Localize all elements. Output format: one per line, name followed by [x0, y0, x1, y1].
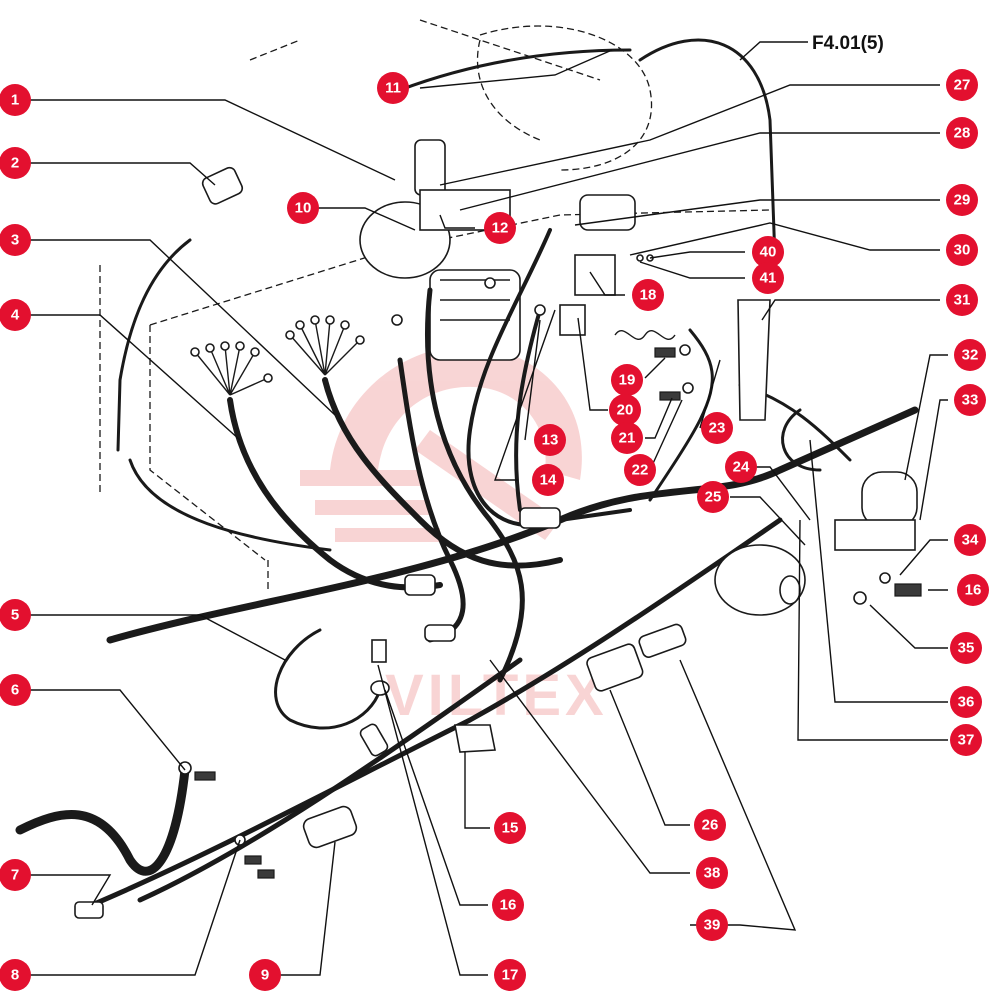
callout-c25: 25 — [697, 481, 729, 513]
callout-c9: 9 — [249, 959, 281, 991]
callout-label: 39 — [704, 917, 721, 934]
callout-c24: 24 — [725, 451, 757, 483]
wire-harness — [77, 38, 919, 913]
callout-label: 18 — [640, 287, 657, 304]
callout-label: 38 — [704, 865, 721, 882]
callout-label: 16 — [500, 897, 517, 914]
callout-label: 32 — [962, 347, 979, 364]
callout-c37: 37 — [950, 724, 982, 756]
callout-c16b: 16 — [492, 889, 524, 921]
callout-label: 4 — [11, 307, 20, 324]
callout-label: 9 — [261, 967, 269, 984]
callout-label: 16 — [965, 582, 982, 599]
callout-label: 20 — [617, 402, 634, 419]
callout-label: 29 — [954, 192, 971, 209]
callout-c3: 3 — [0, 224, 31, 256]
callout-label: 14 — [540, 472, 557, 489]
callout-label: 37 — [958, 732, 975, 749]
callout-c41: 41 — [752, 262, 784, 294]
callout-c13: 13 — [534, 424, 566, 456]
callout-label: 23 — [709, 420, 726, 437]
connector-fan-left — [190, 341, 273, 396]
callout-label: 11 — [385, 80, 401, 97]
callout-label: 24 — [733, 459, 750, 476]
callout-c23: 23 — [701, 412, 733, 444]
callout-label: 27 — [954, 77, 971, 94]
callout-label: 17 — [502, 967, 519, 984]
watermark-text: VILTEX — [385, 663, 608, 728]
callout-c19: 19 — [611, 364, 643, 396]
reference-line — [739, 41, 808, 61]
callout-c7: 7 — [0, 859, 31, 891]
callout-badges: 1 2 3 4 5 6 7 8 9 10 11 12 13 14 15 16 1… — [0, 69, 989, 991]
callout-c18: 18 — [632, 279, 664, 311]
callout-c8: 8 — [0, 959, 31, 991]
callout-c26: 26 — [694, 809, 726, 841]
callout-label: 6 — [11, 682, 19, 699]
callout-c33: 33 — [954, 384, 986, 416]
watermark: VILTEX — [300, 345, 608, 728]
callout-label: 10 — [295, 200, 312, 217]
callout-c40: 40 — [752, 236, 784, 268]
callout-label: 41 — [760, 270, 777, 287]
callout-c20: 20 — [609, 394, 641, 426]
callout-c36: 36 — [950, 686, 982, 718]
callout-c11: 11 — [377, 72, 409, 104]
figure-reference: F4.01(5) — [812, 33, 884, 54]
callout-label: 15 — [502, 820, 519, 837]
callout-label: 34 — [962, 532, 979, 549]
callout-label: 25 — [705, 489, 722, 506]
callout-label: 5 — [11, 607, 19, 624]
callout-c12: 12 — [484, 212, 516, 244]
callout-c35: 35 — [950, 632, 982, 664]
connector-fan-center — [285, 315, 365, 376]
callout-c39: 39 — [696, 909, 728, 941]
callout-c28: 28 — [946, 117, 978, 149]
callout-label: 2 — [11, 155, 19, 172]
callout-label: 19 — [619, 372, 636, 389]
callout-c27: 27 — [946, 69, 978, 101]
callout-label: 1 — [11, 92, 19, 109]
callout-c2: 2 — [0, 147, 31, 179]
callout-label: 31 — [954, 292, 971, 309]
callout-c31: 31 — [946, 284, 978, 316]
callout-c15: 15 — [494, 812, 526, 844]
components — [15, 166, 922, 919]
callout-c21: 21 — [611, 422, 643, 454]
callout-label: 26 — [702, 817, 719, 834]
callout-label: 7 — [11, 867, 19, 884]
line-art — [15, 19, 922, 919]
callout-c34: 34 — [954, 524, 986, 556]
callout-label: 36 — [958, 694, 975, 711]
callout-c10: 10 — [287, 192, 319, 224]
callout-label: 33 — [962, 392, 979, 409]
callout-label: 22 — [632, 462, 649, 479]
callout-label: 35 — [958, 640, 975, 657]
callout-c29: 29 — [946, 184, 978, 216]
callout-c1: 1 — [0, 84, 31, 116]
callout-c5: 5 — [0, 599, 31, 631]
callout-c30: 30 — [946, 234, 978, 266]
callout-c14: 14 — [532, 464, 564, 496]
callout-c6: 6 — [0, 674, 31, 706]
callout-c22: 22 — [624, 454, 656, 486]
callout-label: 13 — [542, 432, 559, 449]
callout-label: 3 — [11, 232, 19, 249]
callout-label: 12 — [492, 220, 509, 237]
callout-c4: 4 — [0, 299, 31, 331]
callout-label: 8 — [11, 967, 19, 984]
callout-c32: 32 — [954, 339, 986, 371]
callout-c38: 38 — [696, 857, 728, 889]
callout-c17: 17 — [494, 959, 526, 991]
callout-label: 30 — [954, 242, 971, 259]
callout-label: 40 — [760, 244, 777, 261]
callout-label: 21 — [619, 430, 636, 447]
callout-label: 28 — [954, 125, 971, 142]
callout-c16a: 16 — [957, 574, 989, 606]
